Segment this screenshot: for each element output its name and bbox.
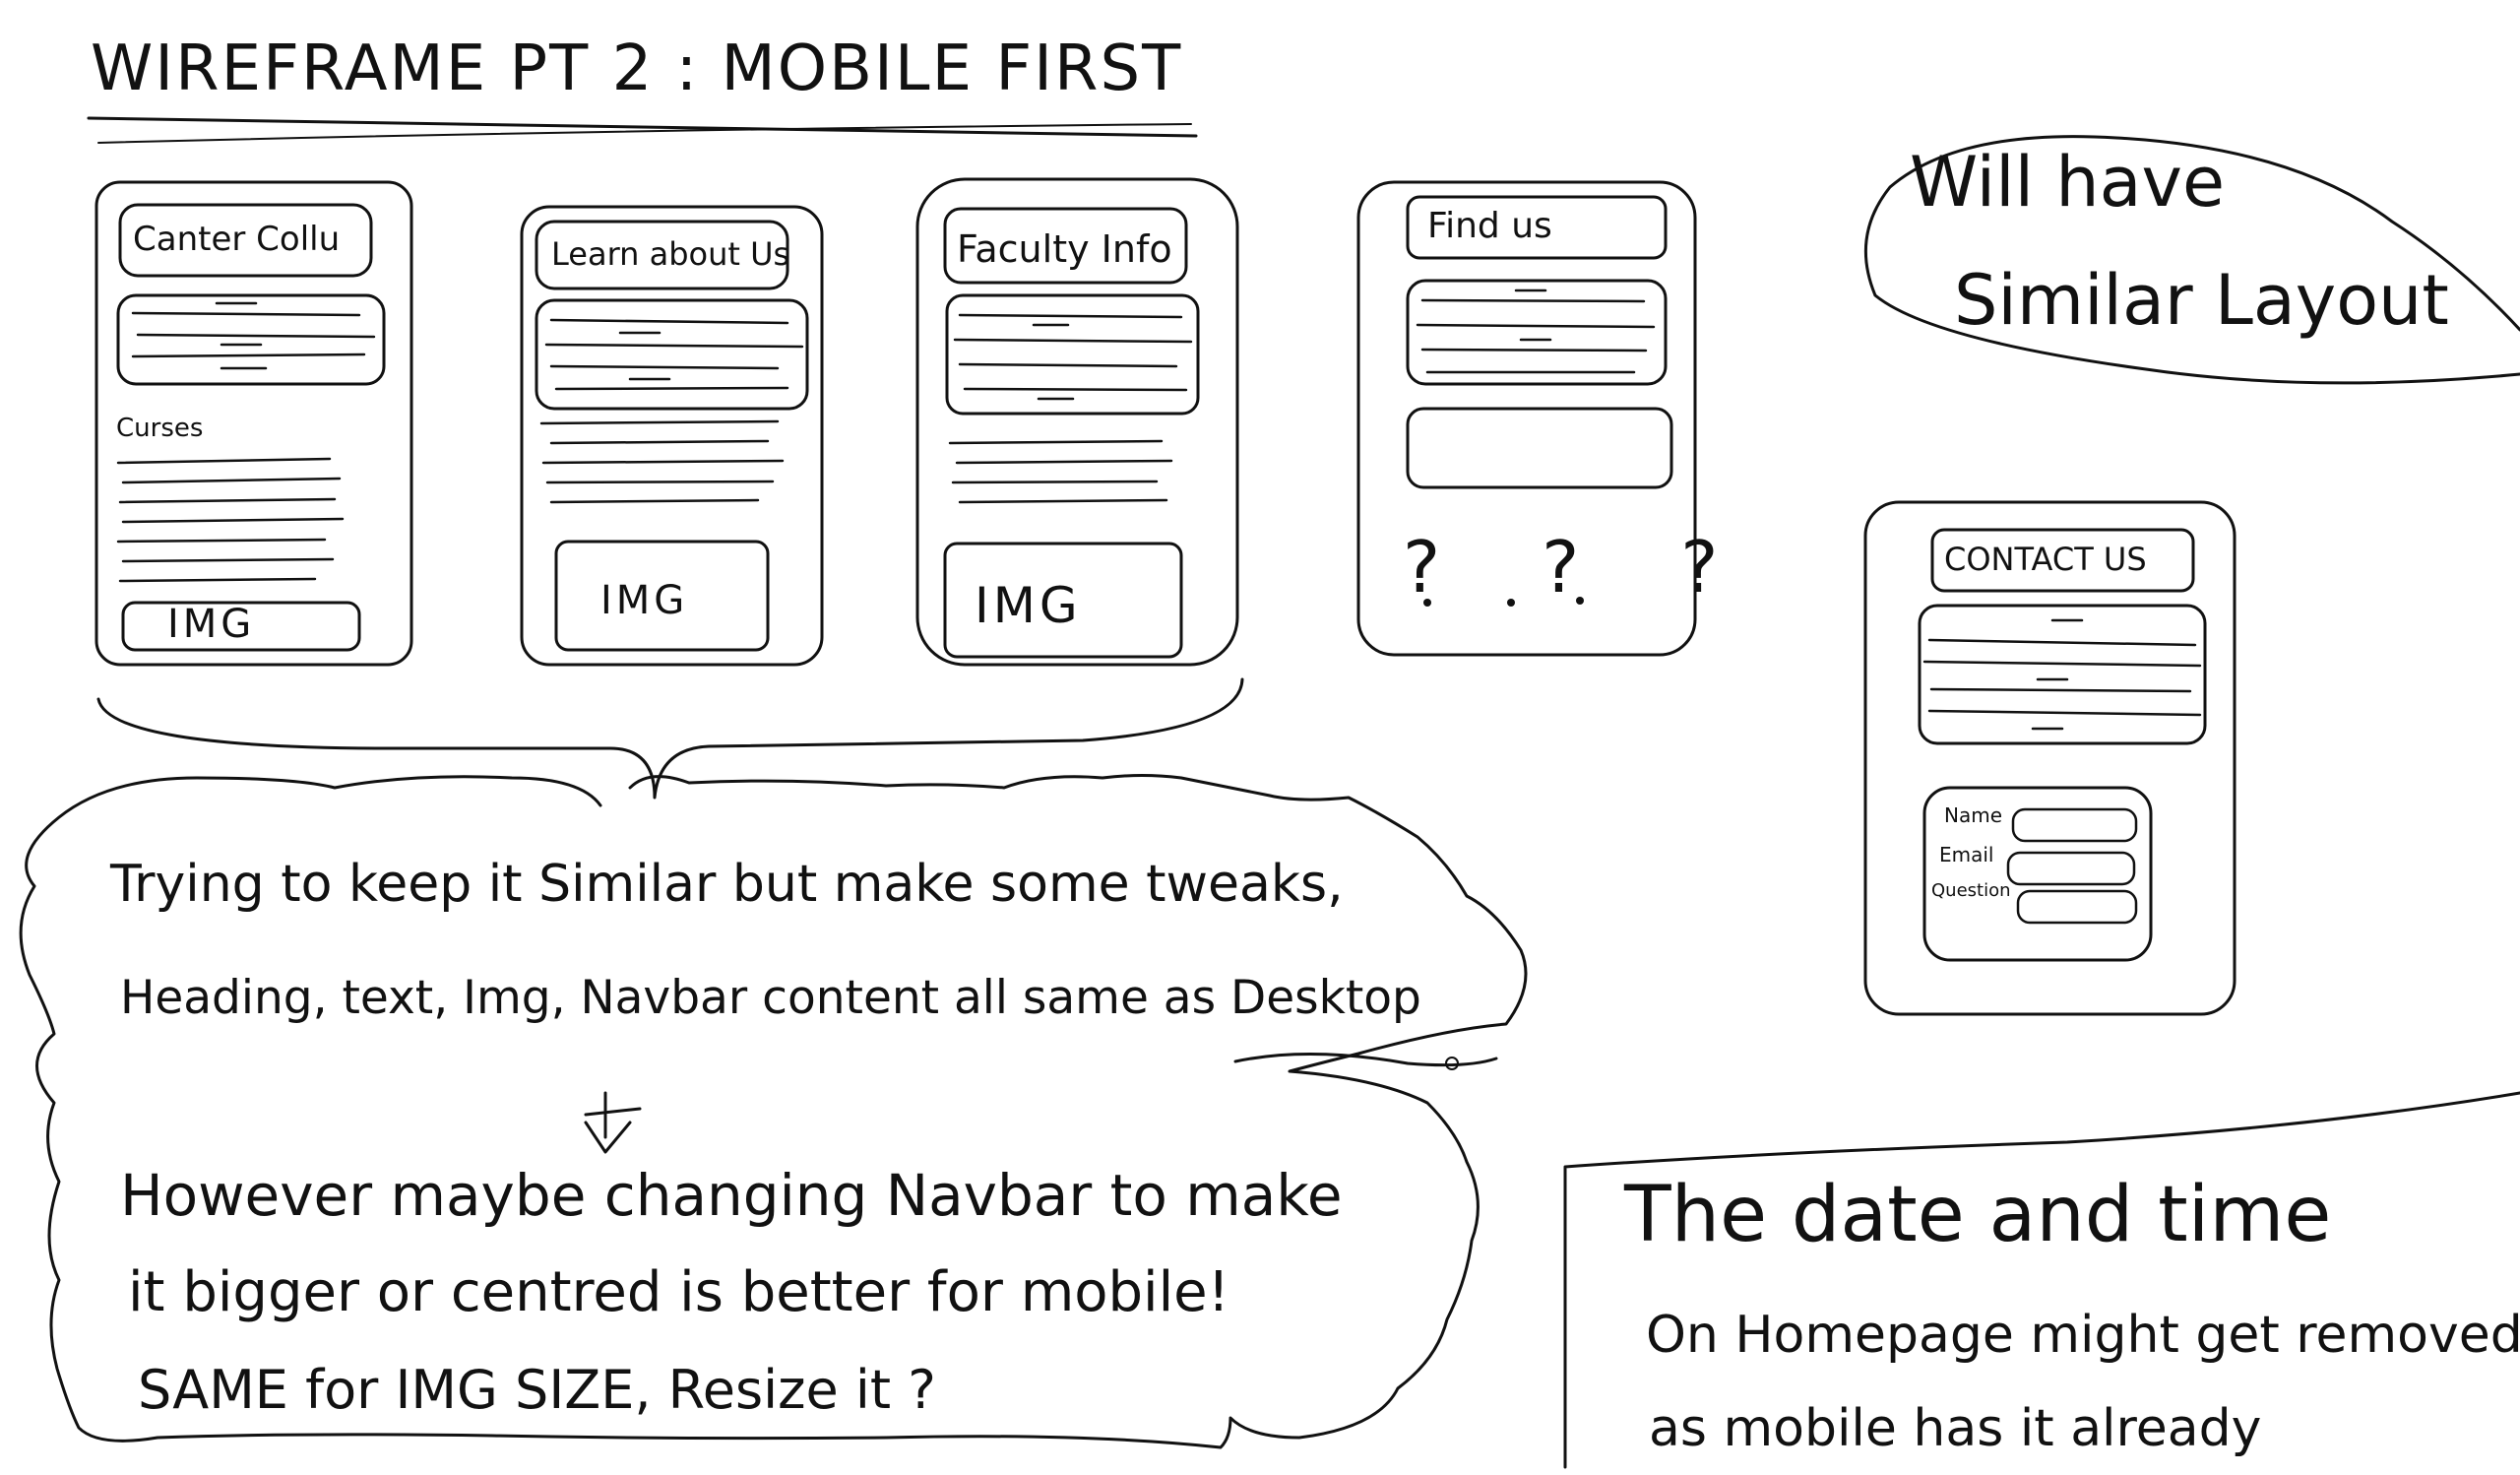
- phone-1-heading: Canter Collu: [133, 220, 341, 259]
- form-label-name: Name: [1944, 803, 2003, 827]
- phone-1-course-lines: [116, 457, 345, 583]
- note-line-3: However maybe changing Navbar to make: [120, 1162, 1343, 1229]
- phone-1-heading-box: [118, 203, 373, 278]
- date-note-line-3: as mobile has it already: [1649, 1399, 2262, 1458]
- phone-2-text-box: [535, 298, 809, 411]
- title-underline: [87, 116, 1198, 138]
- phone-4-heading: Find us: [1427, 206, 1552, 246]
- phone-4-heading-box: [1406, 195, 1668, 260]
- form-input-email: [2006, 851, 2136, 886]
- date-note-line-2: On Homepage might get removed: [1646, 1306, 2520, 1365]
- phone-2-heading-box: [535, 220, 789, 290]
- group-bracket: [96, 677, 1244, 800]
- note-line-1: Trying to keep it Similar but make some …: [110, 855, 1344, 914]
- phone-5-text-box: [1918, 604, 2207, 745]
- down-arrow: [584, 1091, 642, 1154]
- phone-3-heading-box: [943, 207, 1188, 285]
- similar-layout-line-1: Will have: [1910, 142, 2226, 223]
- form-input-question: [2016, 889, 2138, 925]
- phone-5-text-lines: [1922, 618, 2202, 731]
- phone-3-image-box: [943, 542, 1183, 659]
- note-line-5: SAME for IMG SIZE, Resize it ?: [138, 1359, 936, 1421]
- date-time-box: [1563, 1091, 2520, 1469]
- phone-3-text-lines: [953, 313, 1193, 401]
- page-title: WIREFRAME PT 2 : MOBILE FIRST: [91, 32, 1183, 105]
- phone-5-form-box: [1922, 786, 2153, 962]
- phone-2-body-lines: [539, 419, 785, 504]
- phone-3-image-label: IMG: [975, 577, 1082, 634]
- phone-2-frame: [520, 205, 824, 667]
- form-input-name: [2011, 807, 2138, 843]
- phone-4-frame: [1356, 180, 1697, 657]
- phone-2-image-label: IMG: [600, 578, 689, 623]
- phone-2-heading: Learn about Us: [551, 235, 790, 273]
- phone-3-text-box: [945, 293, 1200, 416]
- phone-5-frame: [1863, 500, 2236, 1016]
- form-label-email: Email: [1939, 843, 1994, 866]
- phone-5-heading-box: [1930, 528, 2195, 593]
- phone-2-text-lines: [544, 318, 804, 391]
- similar-layout-line-2: Similar Layout: [1954, 260, 2449, 341]
- phone-1-text-box: [116, 293, 386, 386]
- phone-1-image-label: IMG: [167, 602, 256, 647]
- note-line-2: Heading, text, Img, Navbar content all s…: [120, 971, 1421, 1025]
- phone-1-text-lines: [131, 301, 376, 370]
- phone-4-placeholder: ? ? ?: [1403, 526, 1758, 609]
- phone-1-section-label: Curses: [116, 414, 204, 443]
- phone-4-text-lines: [1416, 289, 1656, 374]
- form-label-question: Question: [1931, 880, 2011, 901]
- phone-3-frame: [915, 177, 1239, 667]
- phone-1-frame: [94, 180, 413, 667]
- phone-4-map-box: [1406, 407, 1673, 489]
- phone-3-body-lines: [948, 439, 1173, 504]
- phone-5-heading: CONTACT US: [1944, 541, 2147, 578]
- note-line-4: it bigger or centred is better for mobil…: [128, 1260, 1230, 1324]
- arrow-glyph: ↓: [591, 1093, 592, 1094]
- phone-4-text-box: [1406, 279, 1668, 386]
- phone-3-heading: Faculty Info: [957, 227, 1172, 271]
- phone-2-image-box: [554, 540, 770, 652]
- main-cloud-bubble: [19, 774, 1528, 1449]
- date-note-line-1: The date and time: [1624, 1171, 2332, 1259]
- phone-1-image-box: [121, 601, 361, 652]
